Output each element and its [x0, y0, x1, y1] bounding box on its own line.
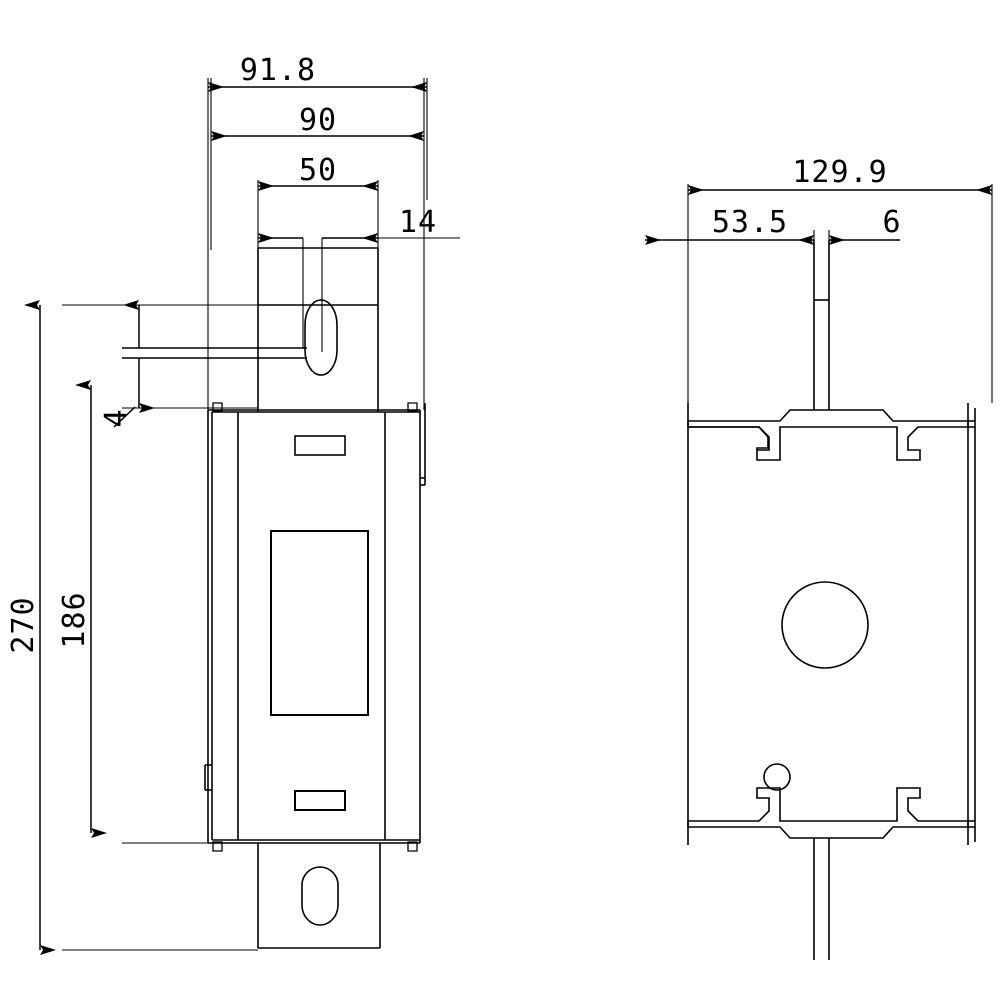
side-view-geometry [687, 240, 976, 960]
upper-vent-rectangle [294, 435, 346, 456]
dimension-text-270: 270 [6, 596, 41, 653]
dimension-text-90: 90 [299, 103, 337, 138]
display-window [270, 530, 369, 716]
lower-vent-rectangle [294, 790, 346, 811]
bottom-mounting-plate [257, 843, 381, 949]
side-view-extension-lines [687, 184, 993, 403]
leader-4 [113, 406, 136, 428]
dimension-text-4: 4 [99, 408, 134, 427]
side-top-profile [687, 409, 975, 461]
dimension-text-14: 14 [399, 205, 437, 240]
front-view-dimensions [24, 82, 427, 955]
dimension-text-6: 6 [882, 205, 901, 240]
bottom-stem [813, 838, 830, 960]
side-bottom-profile [687, 787, 975, 839]
small-bore-circle [763, 763, 791, 791]
main-body [204, 403, 426, 844]
top-mounting-plate [257, 247, 379, 412]
bottom-slotted-hole [301, 866, 339, 926]
dimension-text-50: 50 [299, 153, 337, 188]
large-bore-circle [781, 581, 869, 669]
top-stem [813, 240, 830, 410]
top-narrow-slot [122, 347, 307, 359]
dimension-text-186: 186 [57, 591, 92, 648]
dimension-text-91-8: 91.8 [240, 53, 316, 88]
dimension-text-53-5: 53.5 [712, 205, 788, 240]
front-view-geometry [122, 238, 426, 949]
side-view-dimensions [645, 185, 992, 245]
top-slotted-hole [304, 299, 338, 376]
slot-extension-lines [302, 238, 323, 352]
dimension-text-129-9: 129.9 [792, 155, 887, 190]
